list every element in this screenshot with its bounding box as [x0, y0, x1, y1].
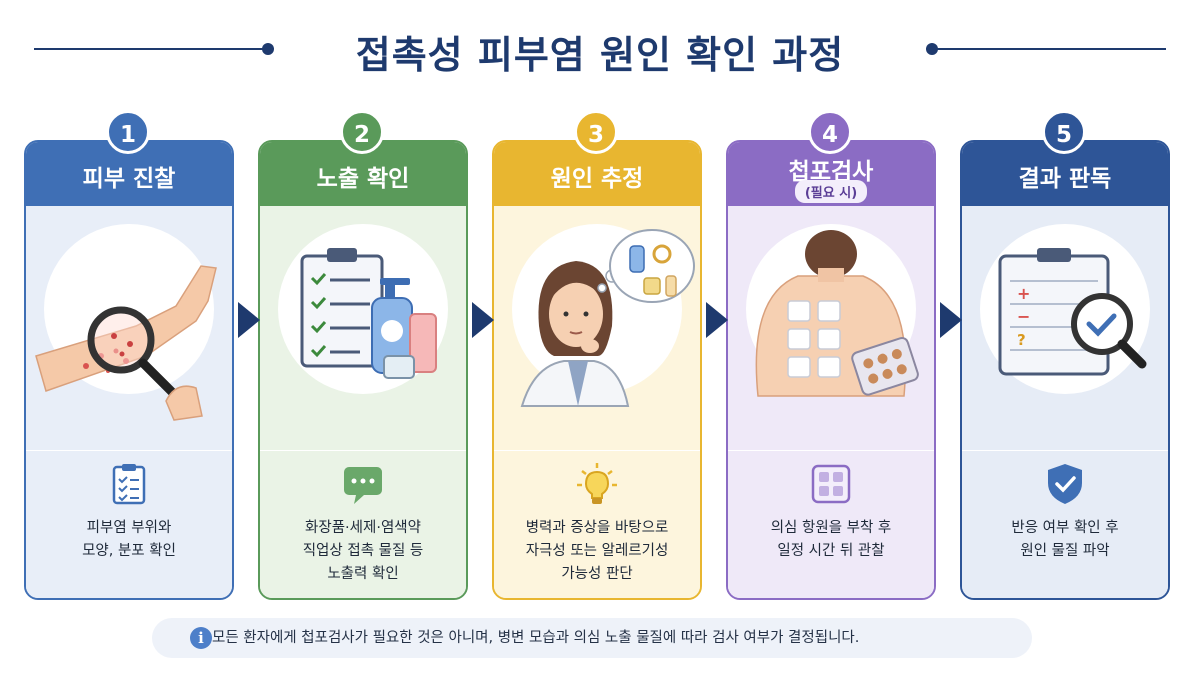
result-chart-magnifier-illustration: + − ?	[998, 248, 1147, 376]
step-card-result-reading: 결과 판독 + − ? 반응 여부 확인 후 원인 물질 파악	[960, 140, 1170, 600]
step-illustration-area	[26, 206, 232, 451]
step-description-area: 화장품·세제·염색약 직업상 접촉 물질 등 노출력 확인	[260, 451, 466, 598]
step-number-badge: 4	[808, 110, 852, 154]
step-illustration-area	[260, 206, 466, 451]
step-title: 피부 진찰	[26, 142, 232, 206]
step-illustration-area	[494, 206, 700, 451]
step-description: 피부염 부위와 모양, 분포 확인	[82, 520, 176, 559]
shield-check-icon	[1048, 464, 1082, 504]
step-card-exposure-check: 노출 확인 화장품·세제·염색	[258, 140, 468, 600]
flow-arrow-icon	[940, 302, 962, 338]
step-subtitle: (필요 시)	[728, 180, 934, 203]
step-card-cause-estimation: 원인 추정	[492, 140, 702, 600]
title-dot-left	[262, 43, 274, 55]
chat-bubble-icon	[344, 467, 382, 504]
svg-text:?: ?	[1017, 331, 1026, 349]
title-dot-right	[926, 43, 938, 55]
patch-grid-icon	[811, 464, 851, 504]
flow-arrow-icon	[472, 302, 494, 338]
step-description: 반응 여부 확인 후 원인 물질 파악	[1011, 520, 1119, 559]
flow-arrow-icon	[706, 302, 728, 338]
step-description: 의심 항원을 부착 후 일정 시간 뒤 관찰	[770, 520, 892, 559]
step-description-area: 의심 항원을 부착 후 일정 시간 뒤 관찰	[728, 451, 934, 598]
step-description: 화장품·세제·염색약 직업상 접촉 물질 등 노출력 확인	[302, 520, 424, 582]
step-description-area: 병력과 증상을 바탕으로 자극성 또는 알레르기성 가능성 판단	[494, 451, 700, 598]
clipboard-checklist-icon	[112, 464, 146, 505]
doctor-thinking-illustration	[520, 229, 695, 407]
step-description-area: 반응 여부 확인 후 원인 물질 파악	[962, 451, 1168, 598]
step-number-badge: 3	[574, 110, 618, 154]
step-subtitle-pill: (필요 시)	[794, 180, 868, 203]
info-icon: i	[190, 627, 212, 649]
step-number-badge: 2	[340, 110, 384, 154]
step-illustration-area: + − ?	[962, 206, 1168, 451]
flow-arrow-icon	[238, 302, 260, 338]
step-number-badge: 5	[1042, 110, 1086, 154]
title-divider-left	[34, 48, 264, 50]
lightbulb-icon	[577, 463, 617, 504]
magnifier-on-arm-illustration	[35, 265, 217, 421]
footnote-banner: 모든 환자에게 첩포검사가 필요한 것은 아니며, 병변 모습과 의심 노출 물…	[152, 618, 1032, 658]
title-row: 접촉성 피부염 원인 확인 과정	[0, 18, 1200, 78]
svg-text:+: +	[1017, 284, 1030, 303]
step-illustration-area	[728, 206, 934, 451]
step-card-patch-test: 첩포검사 (필요 시)	[726, 140, 936, 600]
svg-text:−: −	[1017, 307, 1030, 326]
title-divider-right	[936, 48, 1166, 50]
footnote-text: 모든 환자에게 첩포검사가 필요한 것은 아니며, 병변 모습과 의심 노출 물…	[212, 630, 860, 646]
step-description: 병력과 증상을 바탕으로 자극성 또는 알레르기성 가능성 판단	[525, 520, 669, 582]
page-title: 접촉성 피부염 원인 확인 과정	[355, 33, 845, 77]
step-description-area: 피부염 부위와 모양, 분포 확인	[26, 451, 232, 598]
step-card-skin-exam: 피부 진찰 피부염 부위와 모양, 분포 확인	[24, 140, 234, 600]
checklist-and-cosmetics-illustration	[300, 248, 437, 379]
step-number-badge: 1	[106, 110, 150, 154]
patch-test-on-back-illustration	[755, 230, 919, 397]
